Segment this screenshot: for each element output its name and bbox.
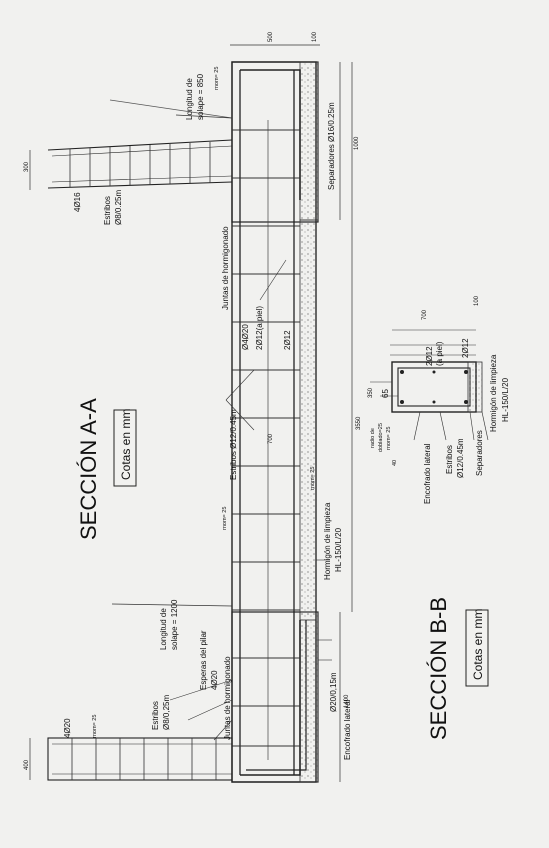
label-long-solape-bot-2: solape = 1200	[170, 599, 179, 650]
label-2o12: 2Ø12	[283, 330, 292, 350]
upper-column-stirrups	[69, 142, 211, 187]
bb-dim-350: 350	[368, 387, 374, 398]
bb-lean-concrete	[467, 361, 483, 413]
lean-concrete-top	[299, 61, 319, 221]
label-dim-1400: 1400	[344, 694, 350, 708]
section-bb-units-frame	[465, 609, 489, 687]
label-dim-1000: 1000	[354, 136, 360, 150]
label-rnom-mid-2: rnom= 25	[310, 467, 316, 490]
label-o20-015: Ø20/0,15m	[329, 672, 338, 712]
label-long-solape-top-1: Longitud de	[185, 78, 194, 120]
leader-lines	[169, 259, 332, 741]
label-esperas-1: Esperas del pilar	[199, 630, 208, 690]
label-4o16: 4Ø16	[73, 192, 82, 212]
section-bb-drawing	[370, 329, 489, 441]
label-estribos-mid: Estribos Ø12/0.45m	[229, 409, 238, 480]
section-bb-units: Cotas en mm	[471, 609, 485, 680]
bb-bars	[400, 370, 468, 404]
label-dim-100-top: 100	[312, 31, 318, 42]
bottom-hook-2	[246, 620, 307, 771]
bb-2o12-top: 2Ø12	[425, 346, 434, 366]
top-hook	[240, 69, 301, 200]
lower-column-stirrups	[71, 738, 217, 780]
label-dim-400: 400	[24, 759, 30, 770]
section-aa-units: Cotas en mm	[119, 409, 133, 480]
bb-estribos-2: Ø12/0.45m	[456, 438, 465, 478]
label-piel-top: 2Ø12(a piel)	[255, 306, 264, 350]
label-estribos-top-2: Ø8/0.25m	[114, 190, 123, 225]
label-juntas-top: Juntas de hormigonado	[221, 226, 230, 310]
label-4o20: 4Ø20	[63, 718, 72, 738]
upper-column	[47, 99, 233, 189]
dimension-lines	[29, 44, 353, 782]
label-estribos-top-1: Estribos	[103, 196, 112, 225]
bb-piel: (a piel)	[435, 341, 444, 366]
section-bb-title: SECCIÓN B-B	[426, 597, 451, 740]
bb-estribos-1: Estribos	[445, 445, 454, 474]
label-dim-300: 300	[24, 161, 30, 172]
bb-dimensions	[370, 329, 489, 441]
label-separadores: Separadores Ø16/0.25m	[327, 102, 336, 190]
bb-encofrado: Encofrado lateral	[423, 443, 432, 504]
label-hormigon-2: HL-150/L/20	[334, 527, 343, 572]
bb-dim-40: 40	[392, 460, 398, 466]
label-long-solape-bot-1: Longitud de	[159, 608, 168, 650]
label-estribos-bot-1: Estribos	[151, 701, 160, 730]
bb-dim-65: 65	[381, 389, 390, 398]
label-juntas-bot: Juntas de hormigonado	[223, 656, 232, 740]
lower-column	[47, 737, 233, 781]
label-long-solape-top-2: solape = 850	[196, 73, 205, 120]
bb-dim-100: 100	[474, 295, 480, 306]
bb-dim-700: 700	[422, 309, 428, 320]
label-rnom-bot: rnom= 25	[92, 715, 98, 738]
section-aa-units-frame	[113, 409, 137, 487]
label-rnom-top: rnom= 25	[214, 67, 220, 90]
lean-concrete-strip	[299, 219, 317, 621]
bb-hormigon-2: HL-150/L/20	[501, 377, 510, 422]
section-aa-title: SECCIÓN A-A	[76, 398, 101, 540]
label-hormigon-1: Hormigón de limpieza	[323, 502, 332, 580]
label-rnom-mid-1: rnom= 25	[222, 507, 228, 530]
bb-radio-1: radio de	[370, 428, 376, 448]
bb-rnom: rnom= 25	[386, 427, 392, 450]
label-dim-500: 500	[268, 31, 274, 42]
bottom-hook	[240, 620, 301, 776]
section-aa-drawing	[29, 44, 353, 783]
label-estribos-bot-2: Ø8/0,25m	[162, 695, 171, 730]
bb-radio-2: doblado=25	[378, 423, 384, 452]
label-dim-3550: 3550	[356, 416, 362, 430]
bb-separadores: Separadores	[475, 430, 484, 476]
label-esperas-2: 4Ø20	[210, 670, 219, 690]
bb-2o12-side: 2Ø12	[461, 338, 470, 358]
bb-inner	[397, 367, 471, 407]
bb-outline	[391, 361, 477, 413]
label-encofrado-aa: Encofrado lateral	[343, 699, 352, 760]
stirrups-aa	[232, 129, 300, 747]
label-dim-700: 700	[268, 433, 274, 444]
lean-concrete-bottom	[299, 611, 319, 783]
label-o4o20: Ø4Ø20	[241, 324, 250, 350]
bb-hormigon-1: Hormigón de limpieza	[489, 354, 498, 432]
